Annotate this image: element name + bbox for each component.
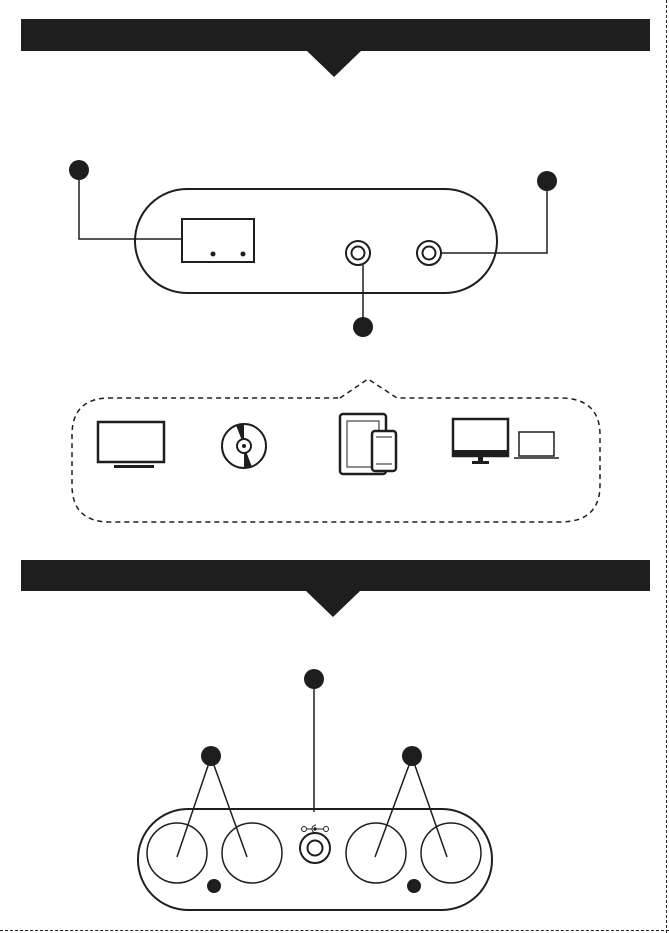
input-panel-outline bbox=[135, 189, 497, 293]
source-devices-bubble bbox=[72, 379, 600, 522]
leader-line-6a bbox=[375, 757, 412, 857]
leader-line-2 bbox=[441, 181, 547, 253]
speaker-terminal-4 bbox=[421, 823, 481, 883]
output-panel bbox=[138, 669, 492, 910]
callout-3 bbox=[353, 317, 373, 337]
callout-2 bbox=[537, 171, 557, 191]
leader-line-4a bbox=[177, 757, 211, 857]
optical-port bbox=[182, 219, 254, 262]
leader-line-1 bbox=[79, 170, 182, 239]
output-panel-outline bbox=[138, 809, 492, 910]
monitor-laptop-icon bbox=[453, 419, 559, 464]
callout-4 bbox=[201, 746, 221, 766]
speaker-terminal-2 bbox=[222, 823, 282, 883]
aux-jack-left bbox=[346, 241, 370, 265]
dc-power-jack bbox=[300, 833, 330, 863]
tablet-phone-icon bbox=[340, 414, 396, 474]
leader-line-4b bbox=[211, 757, 247, 857]
bubble-dashed-outline bbox=[72, 379, 600, 522]
dc-polarity-icon bbox=[302, 825, 329, 833]
screw-left bbox=[207, 879, 221, 893]
tv-icon bbox=[98, 422, 164, 468]
callout-6 bbox=[402, 746, 422, 766]
input-panel bbox=[69, 160, 557, 337]
cd-icon bbox=[222, 424, 266, 468]
aux-jack-right bbox=[417, 241, 441, 265]
leader-line-6b bbox=[412, 757, 447, 857]
callout-1 bbox=[69, 160, 89, 180]
speaker-terminal-1 bbox=[147, 823, 207, 883]
screw-right bbox=[407, 879, 421, 893]
callout-5 bbox=[304, 669, 324, 689]
